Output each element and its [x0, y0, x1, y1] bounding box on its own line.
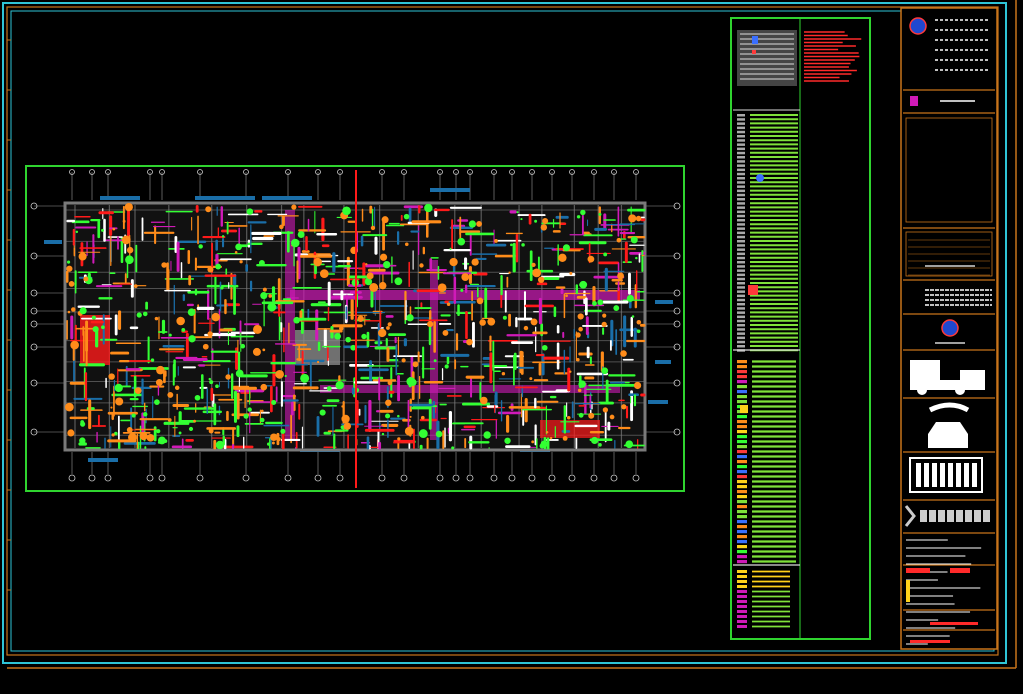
floor-plan-viewport[interactable]	[25, 165, 685, 492]
legend-panel	[730, 17, 871, 640]
title-block	[900, 7, 998, 650]
grid-axis-markers	[30, 169, 681, 482]
